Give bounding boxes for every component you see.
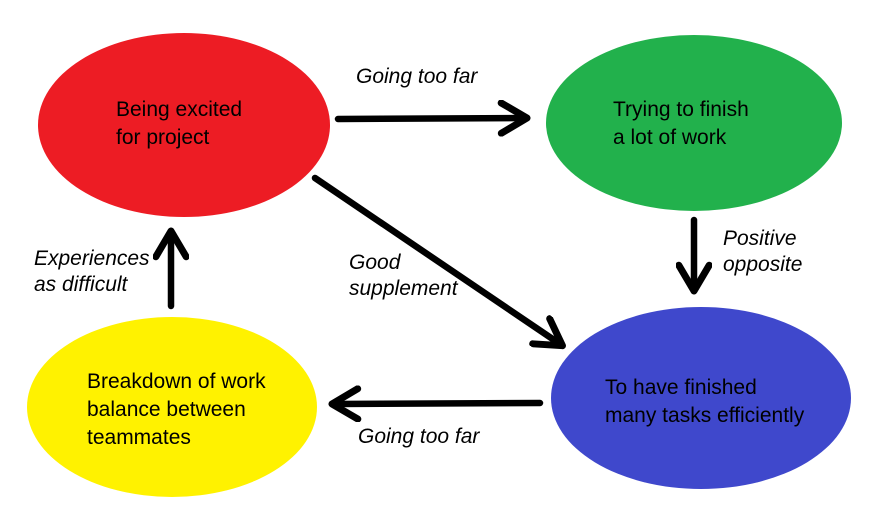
node-label-line: Being excited bbox=[116, 98, 243, 121]
edge-label-experiences-as-difficult: Experiences as difficult bbox=[34, 246, 150, 298]
edge-label-line: as difficult bbox=[34, 273, 128, 296]
edge-label-going-too-far-bottom: Going too far bbox=[358, 424, 479, 450]
node-ellipse-work-breakdown bbox=[27, 317, 317, 497]
edge-label-line: Positive bbox=[723, 227, 797, 250]
edge-label-line: Going too far bbox=[356, 65, 478, 88]
edge-label-line: Experiences bbox=[34, 247, 150, 270]
node-label-trying-to-finish: Trying to finish a lot of work bbox=[613, 96, 749, 152]
node-ellipse-being-excited bbox=[38, 33, 330, 217]
edge-label-good-supplement: Good supplement bbox=[349, 250, 458, 302]
node-label-line: Breakdown of work bbox=[87, 370, 266, 393]
arrow-excited-to-trying bbox=[334, 118, 524, 119]
edge-label-line: supplement bbox=[349, 277, 458, 300]
edge-label-going-too-far-top: Going too far bbox=[356, 64, 477, 90]
node-label-line: To have finished bbox=[605, 376, 757, 399]
arrow-excited-to-finished bbox=[311, 174, 560, 344]
node-label-line: for project bbox=[116, 126, 210, 149]
node-label-being-excited: Being excited for project bbox=[116, 96, 242, 152]
edge-label-line: Going too far bbox=[358, 425, 480, 448]
node-label-line: Trying to finish bbox=[613, 98, 749, 121]
edge-label-line: Good bbox=[349, 251, 401, 274]
node-ellipse-finished-tasks bbox=[551, 307, 851, 489]
node-label-line: teammates bbox=[87, 426, 191, 449]
node-label-line: many tasks efficiently bbox=[605, 404, 805, 427]
node-label-work-breakdown: Breakdown of work balance between teamma… bbox=[87, 368, 266, 452]
arrow-finished-to-breakdown bbox=[335, 403, 544, 404]
node-ellipse-trying-to-finish bbox=[546, 35, 842, 211]
node-label-finished-tasks: To have finished many tasks efficiently bbox=[605, 374, 804, 430]
edge-label-line: opposite bbox=[723, 253, 803, 276]
edge-label-positive-opposite: Positive opposite bbox=[723, 226, 802, 278]
node-label-line: a lot of work bbox=[613, 126, 727, 149]
node-label-line: balance between bbox=[87, 398, 246, 421]
